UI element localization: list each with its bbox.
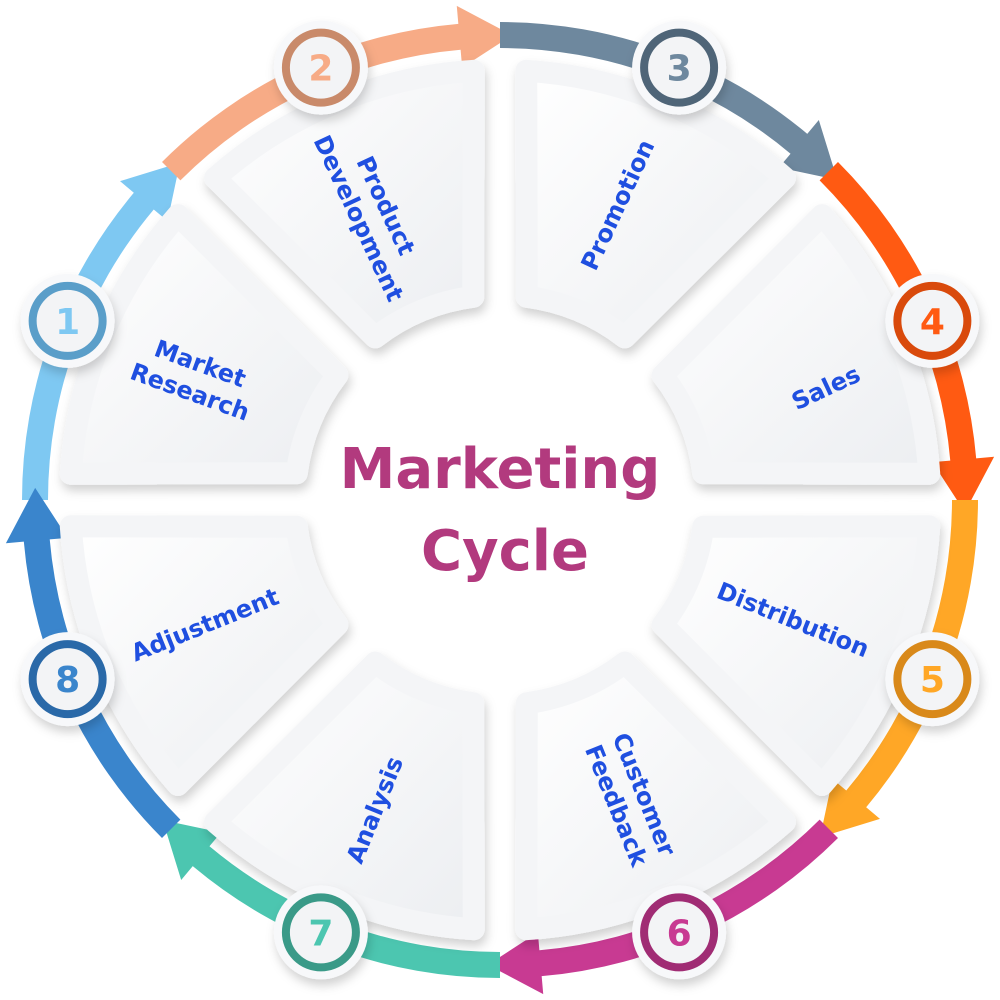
step-number: 4 bbox=[920, 302, 945, 343]
step-panel-2 bbox=[204, 59, 485, 349]
step-panel-4 bbox=[651, 204, 941, 485]
badge-ring bbox=[893, 640, 972, 719]
arrow-segment-4 bbox=[819, 162, 995, 513]
title-line-1: Marketing bbox=[340, 437, 661, 502]
arrow-segment-8 bbox=[5, 487, 181, 838]
step-badge-3: 3 bbox=[632, 20, 727, 115]
step-badge-2: 2 bbox=[273, 20, 368, 115]
step-number: 2 bbox=[308, 49, 333, 90]
step-panel-1 bbox=[59, 204, 349, 485]
step-panels bbox=[59, 59, 941, 941]
badge-ring bbox=[640, 893, 719, 972]
step-badge-5: 5 bbox=[885, 632, 980, 727]
arrow-segment-2 bbox=[162, 5, 513, 181]
badge-ring bbox=[28, 640, 107, 719]
step-panel-6 bbox=[515, 651, 796, 941]
step-badge-4: 4 bbox=[885, 273, 980, 368]
step-badge-7: 7 bbox=[273, 885, 368, 980]
step-number: 1 bbox=[55, 302, 80, 343]
step-badge-6: 6 bbox=[632, 885, 727, 980]
step-number: 3 bbox=[667, 49, 692, 90]
step-panel-3 bbox=[515, 59, 796, 349]
arrow-segment-6 bbox=[487, 819, 838, 995]
step-number: 5 bbox=[920, 660, 945, 701]
step-badge-1: 1 bbox=[20, 273, 115, 368]
step-panel-7 bbox=[204, 651, 485, 941]
step-panel-5 bbox=[651, 515, 941, 796]
step-number: 8 bbox=[55, 660, 80, 701]
step-panel-8 bbox=[59, 515, 349, 796]
step-badges: 1 2 3 4 5 6 7 8 bbox=[20, 20, 980, 980]
step-number: 7 bbox=[308, 913, 333, 954]
badge-ring bbox=[893, 281, 972, 360]
badge-ring bbox=[640, 28, 719, 107]
badge-ring bbox=[28, 281, 107, 360]
step-badge-8: 8 bbox=[20, 632, 115, 727]
step-number: 6 bbox=[667, 913, 692, 954]
title-line-2: Cycle bbox=[421, 519, 589, 584]
badge-ring bbox=[281, 28, 360, 107]
badge-ring bbox=[281, 893, 360, 972]
